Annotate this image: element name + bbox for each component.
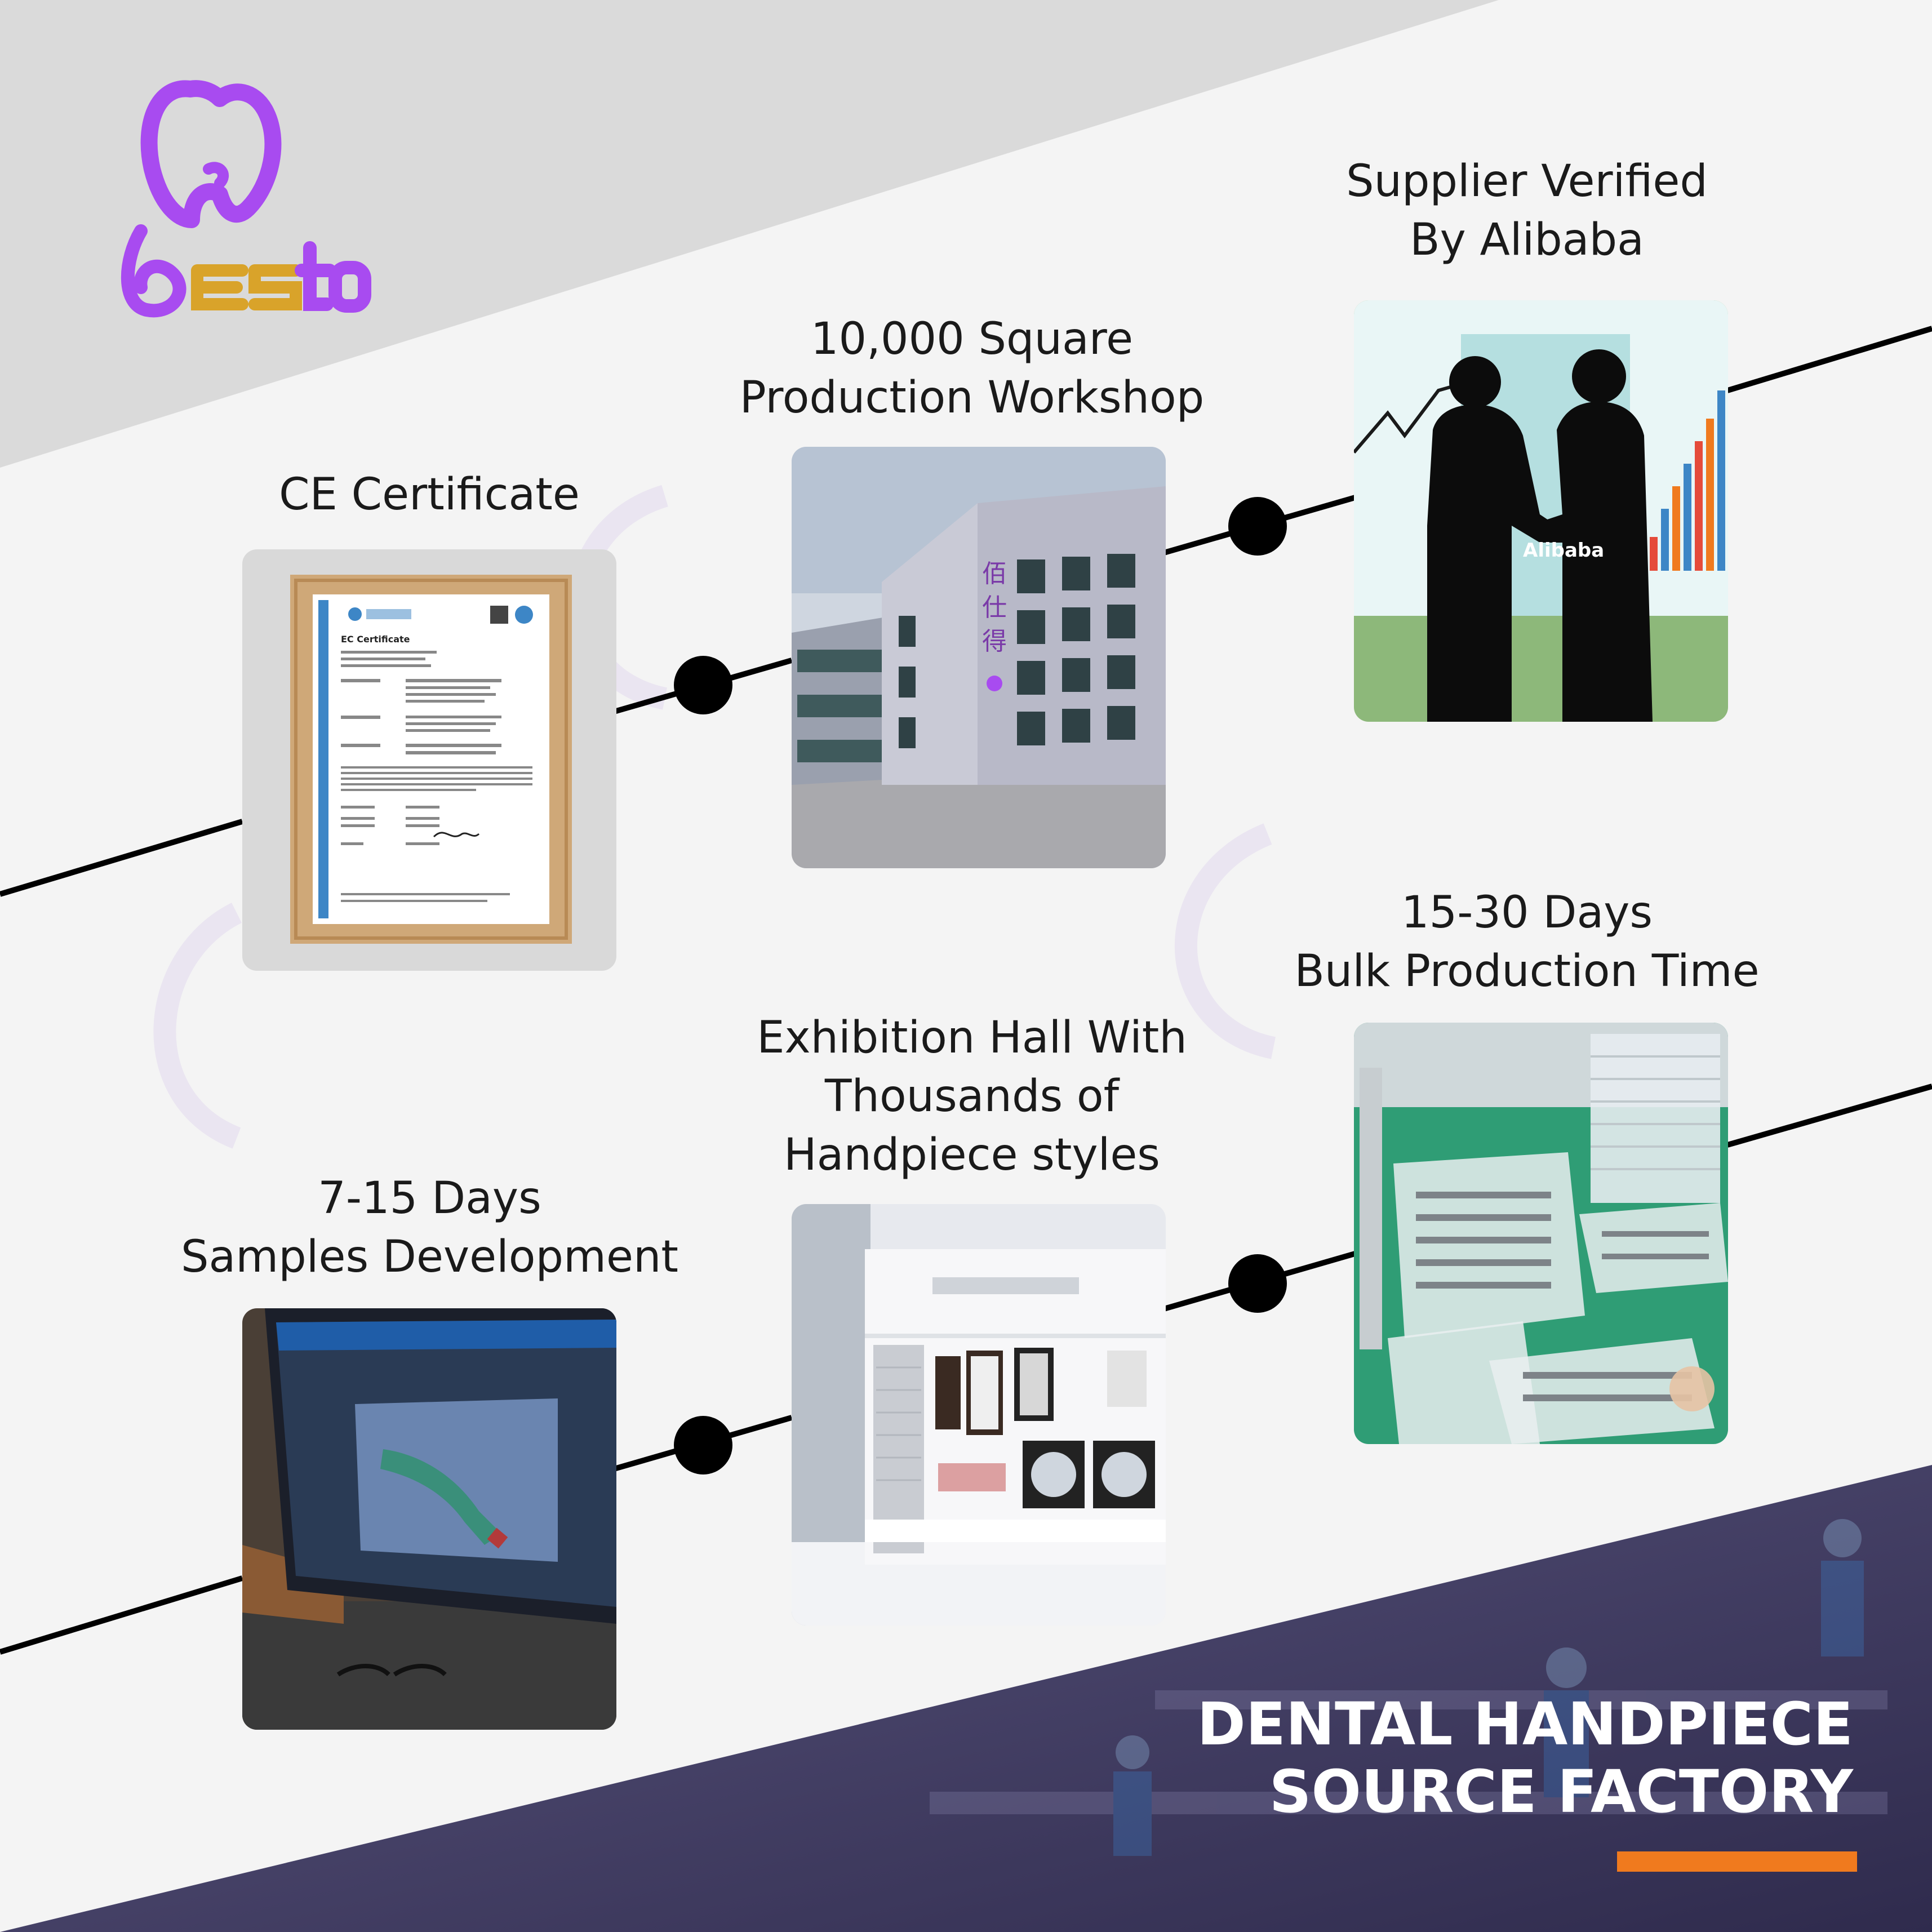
cabinet — [873, 1345, 924, 1553]
timeline-node-workshop — [1228, 497, 1287, 556]
businessman-silhouettes — [1427, 349, 1653, 722]
alibaba-text: Alibaba — [1523, 539, 1604, 562]
tray-stack — [1591, 1034, 1720, 1203]
handshake-image: Alibaba — [1354, 300, 1728, 722]
timeline-node-exhibition — [1228, 1254, 1287, 1313]
headline-line-1: DENTAL HANDPIECE — [1197, 1690, 1853, 1758]
factory-photo-band — [0, 1465, 1932, 1932]
factory-silhouettes — [930, 1519, 1887, 1856]
card-production-workshop: 佰 仕 得 — [792, 447, 1166, 868]
timeline-node-ce — [674, 656, 732, 714]
top-grey-wedge — [0, 0, 1499, 468]
building-sign-char-1: 佰 — [982, 559, 1007, 588]
building-sign-char-3: 得 — [982, 627, 1007, 656]
certificate-paper — [313, 594, 549, 924]
card-bulk-production — [1354, 1023, 1728, 1444]
component-trays — [1388, 1152, 1728, 1444]
certificate-title: EC Certificate — [341, 634, 410, 645]
label-samples-development: 7-15 Days Samples Development — [181, 1173, 678, 1282]
building-corner — [882, 503, 978, 785]
factory-building-image: 佰 仕 得 — [792, 447, 1166, 868]
besto-logo: besto — [121, 80, 371, 318]
cad-monitor-image — [242, 1308, 616, 1730]
tooth-mark — [140, 80, 282, 228]
logo-letters-es — [191, 264, 302, 310]
signature — [433, 832, 480, 838]
viewport — [355, 1398, 558, 1562]
glasses — [336, 1664, 447, 1677]
bar-graphic — [1650, 390, 1725, 571]
label-ce-certificate: CE Certificate — [279, 469, 580, 520]
production-trays-image — [1354, 1023, 1728, 1444]
headline: DENTAL HANDPIECE SOURCE FACTORY — [1197, 1690, 1853, 1826]
certificate-image: EC Certificate — [242, 549, 616, 971]
card-supplier-verified: Alibaba — [1354, 300, 1728, 722]
headline-underline — [1617, 1851, 1857, 1872]
card-ce-certificate: EC Certificate — [242, 549, 616, 971]
framed-certificates — [935, 1348, 1155, 1508]
machine-column — [1360, 1068, 1382, 1349]
handpiece-model — [380, 1449, 501, 1545]
card-samples-development — [242, 1308, 616, 1730]
logo-letter-b — [121, 224, 186, 318]
certificate-text-lines — [341, 651, 532, 902]
card-exhibition-hall — [792, 1204, 1166, 1625]
building-sign-char-2: 仕 — [982, 593, 1007, 622]
logo-letters-to — [295, 241, 371, 313]
trend-arrow — [1354, 383, 1459, 454]
headline-line-2: SOURCE FACTORY — [1269, 1757, 1853, 1826]
label-exhibition-hall: Exhibition Hall With Thousands of Handpi… — [757, 1012, 1187, 1180]
timeline-node-samples — [674, 1416, 732, 1474]
label-supplier-verified: Supplier Verified By Alibaba — [1346, 156, 1708, 265]
label-bulk-production: 15-30 Days Bulk Production Time — [1294, 887, 1760, 997]
exhibition-hall-image — [792, 1204, 1166, 1625]
label-production-workshop: 10,000 Square Production Workshop — [739, 314, 1205, 423]
